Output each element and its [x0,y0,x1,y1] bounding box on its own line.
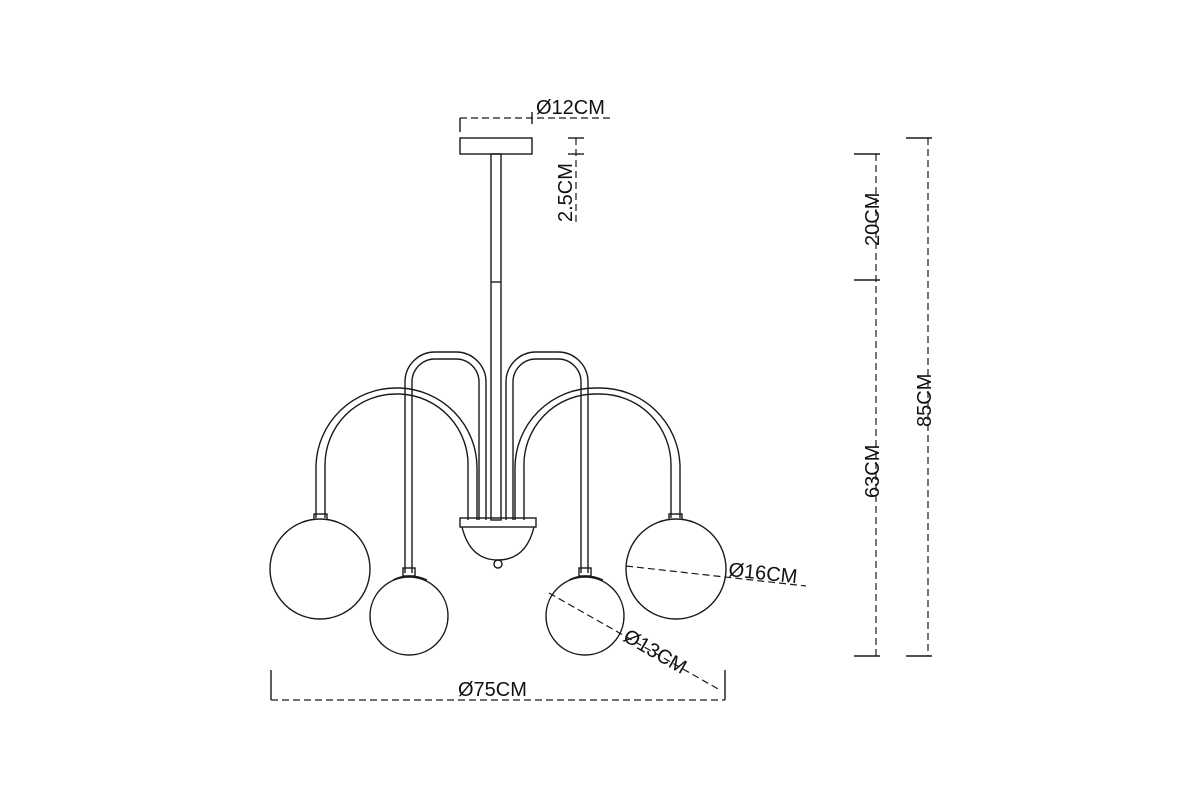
globe-small-left [369,576,449,656]
large-globe-label: Ø16CM [727,559,798,588]
dimension-canopy-diameter: Ø12CM [459,97,612,132]
rod-length-label: 20CM [862,193,884,246]
dimension-total-height: 85CM [906,137,936,657]
arm-outer-right [514,387,681,520]
canopy-diameter-label: Ø12CM [536,97,605,119]
finial [493,559,503,569]
globe-large-right [625,518,727,620]
dimension-height-parts: 20CM 63CM [854,153,884,657]
dimension-overall-diameter: Ø75CM [270,670,726,701]
arm-outer-left [315,387,478,520]
dimension-canopy-height: 2.5CM [555,137,584,222]
total-height-label: 85CM [914,374,936,427]
suspension-rod [490,153,502,521]
glass-globes [269,513,727,656]
center-body [459,517,537,569]
small-globe-label: Ø13CM [620,625,691,679]
ceiling-canopy [459,137,533,155]
chandelier-arms [315,351,681,573]
canopy-height-label: 2.5CM [555,163,577,222]
body-height-label: 63CM [862,445,884,498]
arm-inner-left [404,351,487,573]
arm-inner-right [505,351,589,573]
overall-diameter-label: Ø75CM [458,679,527,701]
globe-small-right [545,576,625,656]
globe-large-left [269,518,371,620]
